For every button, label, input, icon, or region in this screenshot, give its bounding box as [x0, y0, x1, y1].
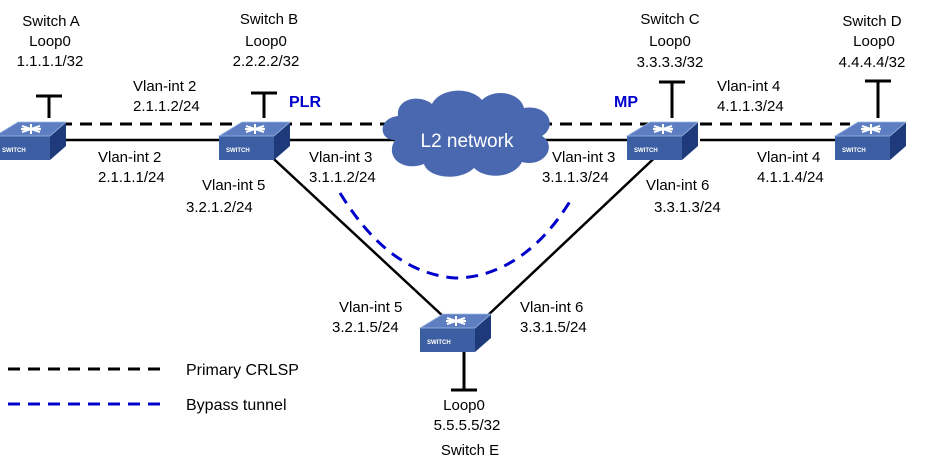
link-b-e	[261, 147, 446, 319]
switch-c-name: Switch C	[640, 11, 699, 28]
e-vlan6-name: Vlan-int 6	[520, 299, 583, 316]
legend-bypass-label: Bypass tunnel	[186, 397, 287, 414]
mp-label: MP	[614, 94, 638, 111]
b-vlan5-ip: 3.2.1.2/24	[186, 199, 253, 216]
switch-c-icon: SWITCH	[626, 121, 699, 161]
cloud-label: L2 network	[421, 131, 514, 152]
plr-label: PLR	[289, 94, 321, 111]
c-vlan4-name: Vlan-int 4	[717, 78, 780, 95]
switch-a-ip: 1.1.1.1/32	[17, 53, 84, 70]
b-vlan2-name: Vlan-int 2	[133, 78, 196, 95]
switch-e-ip: 5.5.5.5/32	[434, 417, 501, 434]
l2-network-cloud: L2 network	[382, 90, 550, 177]
switch-a-loop: Loop0	[29, 33, 71, 50]
b-vlan3-name: Vlan-int 3	[309, 149, 372, 166]
switch-c-ip: 3.3.3.3/32	[637, 54, 704, 71]
switch-e-badge: SWITCH	[427, 340, 451, 346]
a-vlan2-ip: 2.1.1.1/24	[98, 169, 165, 186]
switch-a-icon: SWITCH	[0, 121, 67, 161]
c-vlan3-name: Vlan-int 3	[552, 149, 615, 166]
switch-b-ip: 2.2.2.2/32	[233, 53, 300, 70]
physical-links	[60, 138, 850, 319]
switch-d-loop: Loop0	[853, 33, 895, 50]
e-vlan5-name: Vlan-int 5	[339, 299, 402, 316]
loopback-stubs	[36, 79, 891, 392]
switch-e-icon: SWITCH	[419, 313, 492, 353]
c-vlan6-ip: 3.3.1.3/24	[654, 199, 721, 216]
bypass-tunnel-path	[338, 192, 574, 280]
switch-d-name: Switch D	[842, 13, 901, 30]
link-c-e	[484, 147, 666, 319]
b-vlan5-name: Vlan-int 5	[202, 177, 265, 194]
switch-e-loop: Loop0	[443, 397, 485, 414]
c-vlan4-ip: 4.1.1.3/24	[717, 98, 784, 115]
legend-primary-label: Primary CRLSP	[186, 362, 299, 379]
e-vlan6-ip: 3.3.1.5/24	[520, 319, 587, 336]
d-vlan4-ip: 4.1.1.4/24	[757, 169, 824, 186]
a-vlan2-name: Vlan-int 2	[98, 149, 161, 166]
switch-d-badge: SWITCH	[842, 148, 866, 154]
switch-a-badge: SWITCH	[2, 148, 26, 154]
switch-d-ip: 4.4.4.4/32	[839, 54, 906, 71]
switch-a-name: Switch A	[22, 13, 80, 30]
b-vlan2-ip: 2.1.1.2/24	[133, 98, 200, 115]
switch-c-badge: SWITCH	[634, 148, 658, 154]
d-vlan4-name: Vlan-int 4	[757, 149, 820, 166]
switch-e-name: Switch E	[441, 442, 499, 459]
switch-d-icon: SWITCH	[834, 121, 907, 161]
b-vlan3-ip: 3.1.1.2/24	[309, 169, 376, 186]
switch-b-badge: SWITCH	[226, 148, 250, 154]
switch-b-loop: Loop0	[245, 33, 287, 50]
c-vlan3-ip: 3.1.1.3/24	[542, 169, 609, 186]
switch-b-icon: SWITCH	[218, 121, 291, 161]
c-vlan6-name: Vlan-int 6	[646, 177, 709, 194]
switch-c-loop: Loop0	[649, 33, 691, 50]
e-vlan5-ip: 3.2.1.5/24	[332, 319, 399, 336]
legend: Primary CRLSP Bypass tunnel	[8, 362, 299, 414]
switch-b-name: Switch B	[240, 11, 298, 28]
